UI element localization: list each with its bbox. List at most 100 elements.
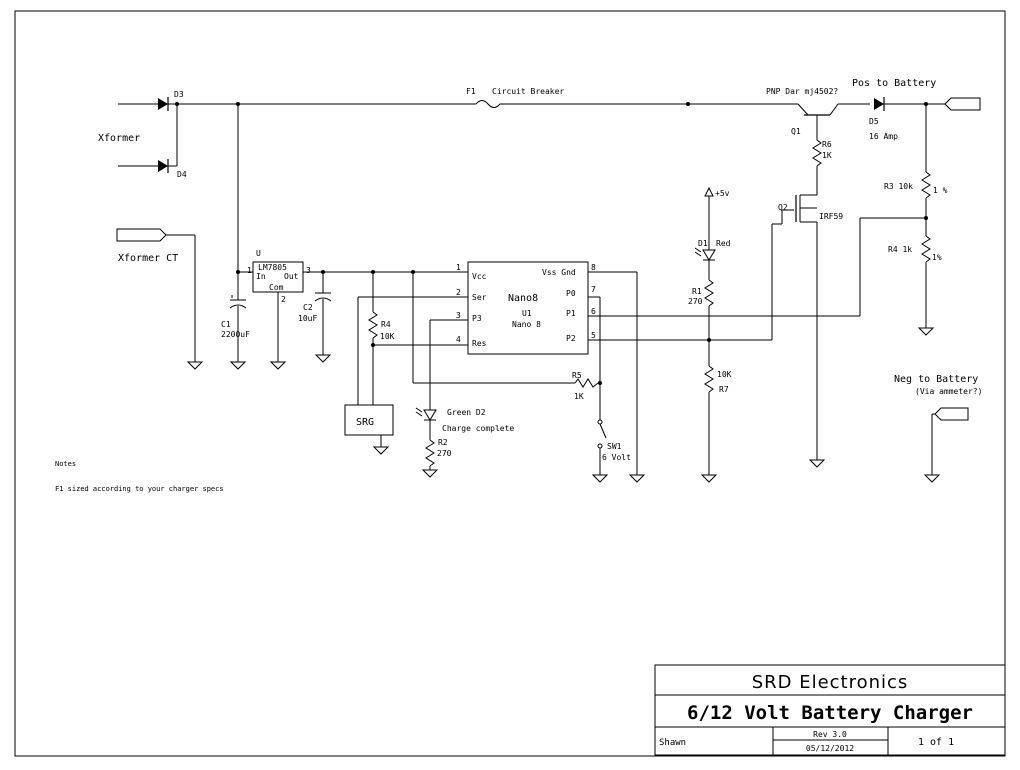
label-note-f1: F1 sized according to your charger specs — [55, 485, 224, 493]
supply-5v — [704, 186, 714, 250]
label-q1: Q1 — [791, 127, 801, 136]
label-reg-pin3: 3 — [306, 266, 311, 275]
label-r6-value: 1K — [822, 151, 832, 160]
diode-d3 — [118, 97, 169, 111]
resistor-r3 — [921, 171, 931, 199]
label-p0: P0 — [566, 289, 576, 298]
label-u: U — [256, 249, 261, 258]
resistor-r2 — [425, 439, 435, 467]
label-pos-battery: Pos to Battery — [852, 78, 936, 89]
label-d1: D1 — [698, 239, 708, 248]
label-in: In — [256, 272, 266, 281]
label-d5: D5 — [869, 117, 879, 126]
label-nano8-b: Nano 8 — [512, 320, 541, 329]
label-u1: U1 — [522, 309, 532, 318]
connector-pos-battery — [944, 97, 981, 111]
title-drawing: 6/12 Volt Battery Charger — [687, 702, 973, 724]
mosfet-q2 — [782, 194, 817, 223]
label-u1-pin2: 2 — [456, 288, 461, 297]
label-reg-pin2: 2 — [281, 295, 286, 304]
label-c2: C2 — [303, 303, 313, 312]
fuse-f1 — [475, 100, 501, 108]
ic-nano8 — [467, 261, 589, 355]
label-u1-pin8: 8 — [591, 263, 596, 272]
label-r6: R6 — [822, 140, 832, 149]
label-vss: Vss Gnd — [542, 268, 576, 277]
title-date: 05/12/2012 — [806, 744, 854, 753]
label-xformer-ct: Xformer CT — [118, 253, 178, 264]
label-q2: Q2 — [778, 203, 788, 212]
label-nano8: Nano8 — [508, 293, 538, 304]
label-r4-divider: R4 1k — [888, 245, 912, 254]
label-p2: P2 — [566, 334, 576, 343]
label-r7-value: 10K — [717, 370, 732, 379]
label-out: Out — [284, 272, 299, 281]
resistor-r5 — [574, 378, 599, 388]
label-srg: SRG — [356, 417, 374, 428]
label-r3: R3 10k — [884, 182, 913, 191]
srg-block — [344, 404, 394, 436]
label-r4: R4 — [381, 320, 391, 329]
label-xformer: Xformer — [98, 133, 140, 144]
label-res: Res — [472, 339, 487, 348]
capacitor-c1 — [229, 295, 247, 370]
sheet-border — [14, 10, 1006, 757]
label-r1-value: 270 — [688, 297, 703, 306]
label-6volt: 6 Volt — [602, 453, 631, 462]
label-green-d2: Green D2 — [447, 408, 486, 417]
label-ser: Ser — [472, 293, 487, 302]
connector-xformer-ct — [116, 228, 204, 370]
label-c2-value: 10uF — [298, 314, 317, 323]
label-r2-value: 270 — [437, 449, 452, 458]
label-r2: R2 — [438, 438, 448, 447]
label-p3: P3 — [472, 314, 482, 323]
diode-d5 — [874, 97, 885, 111]
title-author: Shawn — [659, 738, 686, 748]
label-u1-pin1: 1 — [456, 263, 461, 272]
label-c1: C1 — [221, 320, 231, 329]
label-5v: +5v — [715, 189, 730, 198]
label-r1: R1 — [692, 287, 702, 296]
label-u1-pin5: 5 — [591, 331, 596, 340]
label-lm7805: LM7805 — [258, 263, 287, 272]
led-d2 — [415, 407, 437, 421]
label-amp: 16 Amp — [869, 132, 898, 141]
transistor-q1 — [790, 103, 870, 125]
resistor-r6 — [812, 139, 822, 167]
label-u1-pin3: 3 — [456, 311, 461, 320]
connector-neg-battery — [934, 407, 969, 421]
label-r5-value: 1K — [574, 392, 584, 401]
title-rev: Rev 3.0 — [813, 730, 847, 739]
label-r5: R5 — [572, 371, 582, 380]
label-r4-divider-tol: 1% — [932, 253, 942, 262]
label-r7: R7 — [719, 385, 729, 394]
led-d1 — [694, 247, 716, 261]
label-notes: Notes — [55, 460, 76, 468]
label-u1-pin4: 4 — [456, 335, 461, 344]
resistor-r7 — [704, 365, 714, 393]
label-vcc: Vcc — [472, 272, 487, 281]
label-circuit-breaker: Circuit Breaker — [492, 87, 564, 96]
label-via-ammeter: (Via ammeter?) — [915, 387, 982, 396]
label-neg-battery: Neg to Battery — [894, 374, 978, 385]
label-pnp: PNP Dar mj4502? — [766, 87, 838, 96]
resistor-r4-divider — [921, 235, 931, 263]
label-r3-tol: 1 % — [933, 186, 948, 195]
label-d4: D4 — [177, 170, 187, 179]
title-block — [654, 664, 1006, 756]
label-irf: IRF59 — [819, 212, 843, 221]
resistor-r4 — [368, 311, 378, 339]
label-sw1: SW1 — [607, 442, 622, 451]
label-r4-value: 10K — [380, 332, 395, 341]
title-company: SRD Electronics — [752, 672, 909, 693]
label-p1: P1 — [566, 309, 576, 318]
label-c1-value: 2200uF — [221, 330, 250, 339]
label-d3: D3 — [174, 90, 184, 99]
capacitor-c2 — [314, 272, 332, 363]
label-u1-pin6: 6 — [591, 307, 596, 316]
label-com: Com — [269, 283, 284, 292]
label-charge-complete: Charge complete — [442, 424, 514, 433]
label-u1-pin7: 7 — [591, 285, 596, 294]
label-red: Red — [716, 239, 731, 248]
